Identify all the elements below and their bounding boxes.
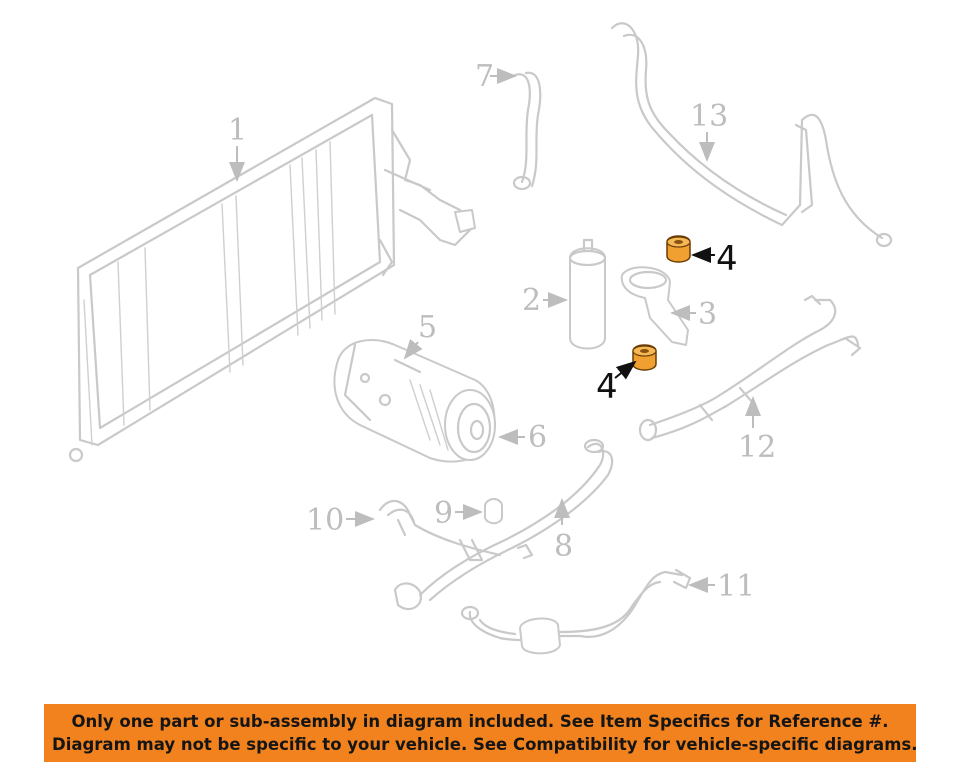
grommet-part-lower bbox=[632, 344, 657, 371]
condenser-part bbox=[68, 96, 476, 463]
callout-8: 8 bbox=[554, 529, 573, 564]
hose-part-7 bbox=[512, 71, 542, 191]
callout-5-arrow bbox=[403, 338, 423, 360]
callout-4-lower: 4 bbox=[596, 367, 618, 407]
callout-12: 12 bbox=[738, 430, 776, 465]
bracket-part bbox=[620, 266, 689, 346]
disclaimer-line-2: Diagram may not be specific to your vehi… bbox=[52, 735, 918, 754]
disclaimer-banner: Only one part or sub-assembly in diagram… bbox=[44, 704, 918, 762]
callout-11: 11 bbox=[717, 569, 755, 604]
parts-diagram: 1 7 13 4 2 3 5 4 6 12 10 9 8 11 bbox=[68, 22, 893, 655]
callout-1: 1 bbox=[228, 113, 247, 148]
callout-3: 3 bbox=[698, 297, 717, 332]
callout-4-lower-arrow bbox=[614, 360, 637, 380]
line-part-13 bbox=[610, 22, 893, 248]
hose-part-11 bbox=[460, 568, 692, 655]
callout-13: 13 bbox=[690, 99, 728, 134]
clip-part-9 bbox=[484, 498, 503, 525]
callout-5: 5 bbox=[418, 310, 437, 345]
drier-part bbox=[568, 238, 607, 350]
callout-4-upper: 4 bbox=[716, 239, 738, 279]
callout-10: 10 bbox=[306, 503, 344, 538]
clutch-part bbox=[444, 389, 496, 461]
callout-7: 7 bbox=[475, 59, 494, 94]
grommet-part-upper bbox=[666, 235, 691, 263]
callout-2: 2 bbox=[522, 283, 541, 318]
hose-part-8 bbox=[378, 438, 614, 611]
callout-9: 9 bbox=[434, 496, 453, 531]
callout-6: 6 bbox=[528, 420, 547, 455]
disclaimer-line-1: Only one part or sub-assembly in diagram… bbox=[71, 712, 889, 731]
